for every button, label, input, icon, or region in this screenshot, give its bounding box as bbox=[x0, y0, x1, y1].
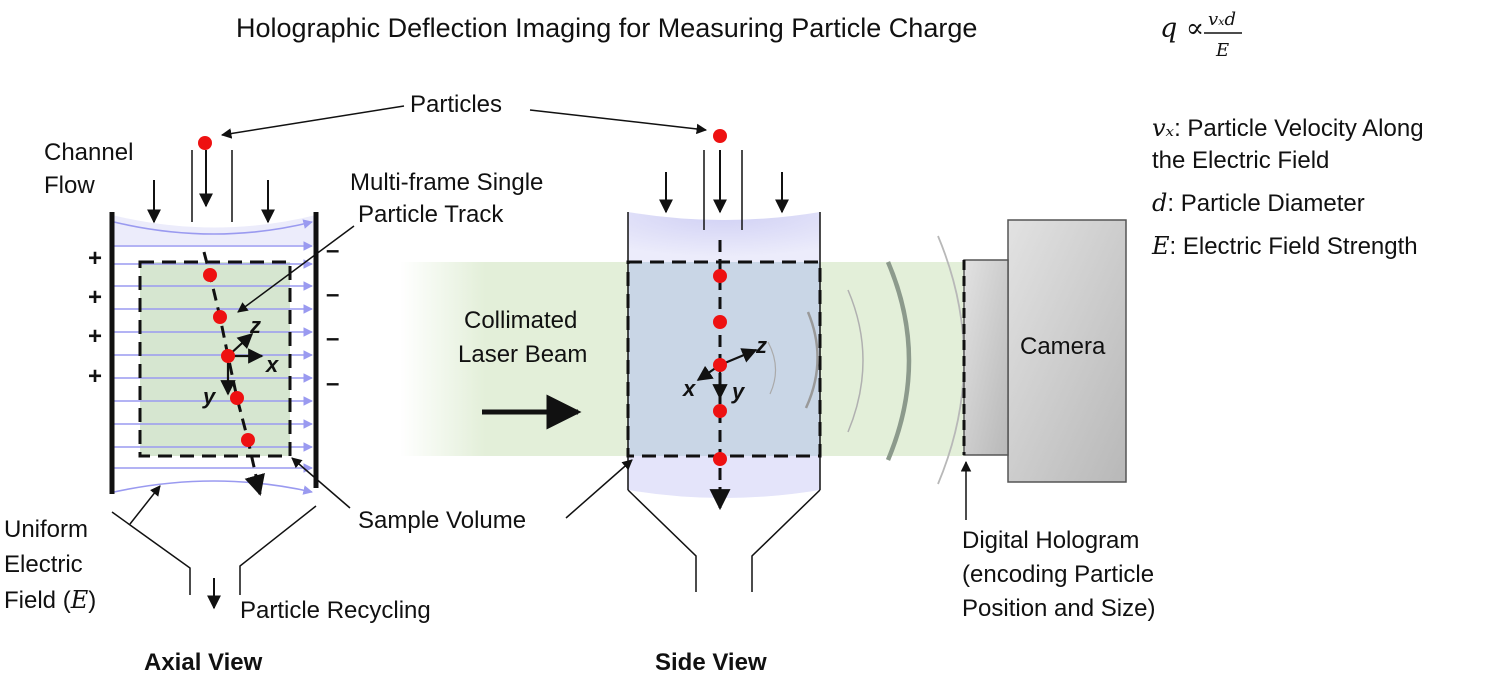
annotation-arrows bbox=[129, 105, 972, 525]
legend-item-velocity-line2: the Electric Field bbox=[1152, 147, 1329, 174]
particle bbox=[713, 129, 727, 143]
svg-text:–: – bbox=[326, 370, 339, 397]
side-outlet-right bbox=[751, 489, 821, 592]
diagram-title: Holographic Deflection Imaging for Measu… bbox=[236, 9, 1242, 61]
svg-text:–: – bbox=[326, 281, 339, 308]
sample-volume-label: Sample Volume bbox=[358, 507, 526, 534]
negative-signs: – – – – bbox=[326, 237, 339, 397]
side-sample-volume-fill bbox=[628, 262, 820, 456]
svg-text:–: – bbox=[326, 325, 339, 352]
svg-text:+: + bbox=[88, 363, 102, 390]
channel-flow-label-line1: Channel bbox=[44, 139, 133, 166]
side-x-label: x bbox=[682, 376, 696, 401]
side-outlet-left bbox=[627, 489, 697, 592]
legend-item-field: E: Electric Field Strength bbox=[1151, 232, 1418, 260]
title-formula-lhs: q ∝ bbox=[1160, 13, 1204, 44]
particle bbox=[198, 136, 212, 150]
axial-z-label: z bbox=[249, 313, 261, 338]
laser-label-line1: Collimated bbox=[464, 307, 577, 334]
track-label-line2: Particle Track bbox=[358, 201, 504, 228]
svg-text:+: + bbox=[88, 245, 102, 272]
particles-label: Particles bbox=[410, 91, 502, 118]
title-text: Holographic Deflection Imaging for Measu… bbox=[236, 13, 977, 43]
particle-track-arrow bbox=[244, 472, 265, 497]
svg-text:+: + bbox=[88, 284, 102, 311]
hologram-label-line2: (encoding Particle bbox=[962, 561, 1154, 588]
title-formula-denominator: E bbox=[1215, 40, 1229, 61]
side-view-caption: Side View bbox=[655, 649, 767, 676]
field-label-line3: Field (E) bbox=[4, 586, 96, 614]
axial-top-glow bbox=[112, 215, 316, 245]
side-bottom-glow bbox=[628, 456, 820, 498]
camera-body bbox=[1007, 219, 1127, 483]
particles-arrow-left bbox=[220, 105, 405, 139]
particle bbox=[203, 268, 217, 282]
sample-volume-arrow-left bbox=[291, 457, 351, 509]
particles-arrow-right bbox=[529, 109, 708, 135]
particle bbox=[241, 433, 255, 447]
axial-y-label: y bbox=[202, 384, 217, 409]
recycling-label: Particle Recycling bbox=[240, 597, 431, 624]
particle bbox=[713, 315, 727, 329]
laser-label-line2: Laser Beam bbox=[458, 341, 587, 368]
axial-view: + + + + – – – – z x y bbox=[88, 136, 339, 610]
side-z-label: z bbox=[755, 333, 767, 358]
sample-volume-arrow-right bbox=[565, 459, 633, 519]
side-particles bbox=[713, 129, 727, 466]
positive-signs: + + + + bbox=[88, 245, 102, 390]
side-view: z x y bbox=[400, 129, 966, 592]
side-y-label: y bbox=[731, 379, 746, 404]
field-arrow bbox=[129, 485, 161, 525]
side-top-glow bbox=[628, 212, 820, 262]
field-label-line2: Electric bbox=[4, 551, 83, 578]
particle bbox=[713, 269, 727, 283]
track-label-line1: Multi-frame Single bbox=[350, 169, 543, 196]
title-formula-numerator: vₓd bbox=[1208, 9, 1236, 30]
particle bbox=[213, 310, 227, 324]
hologram-label-line1: Digital Hologram bbox=[962, 527, 1139, 554]
axial-x-label: x bbox=[265, 352, 279, 377]
axial-view-caption: Axial View bbox=[144, 649, 263, 676]
particle bbox=[221, 349, 235, 363]
variable-legend: vₓ: Particle Velocity Along the Electric… bbox=[1151, 114, 1424, 260]
camera-label: Camera bbox=[1020, 333, 1106, 360]
side-sample-volume bbox=[626, 260, 822, 458]
electric-field-lines bbox=[113, 219, 313, 495]
particle bbox=[230, 391, 244, 405]
channel-flow-label-line2: Flow bbox=[44, 172, 95, 199]
legend-item-velocity: vₓ: Particle Velocity Along bbox=[1152, 114, 1424, 142]
field-label-line1: Uniform bbox=[4, 516, 88, 543]
hologram-label-line3: Position and Size) bbox=[962, 595, 1155, 622]
legend-item-diameter: d: Particle Diameter bbox=[1152, 189, 1365, 217]
svg-text:+: + bbox=[88, 323, 102, 350]
axial-outlet-left bbox=[111, 511, 191, 595]
axial-sample-volume bbox=[138, 260, 292, 458]
track-arrow bbox=[237, 225, 355, 313]
labels: Particles Channel Flow Multi-frame Singl… bbox=[4, 91, 1155, 676]
camera-lens bbox=[963, 259, 1009, 456]
axial-outlet-right bbox=[239, 505, 317, 595]
camera: Camera bbox=[962, 219, 1127, 483]
particle bbox=[713, 452, 727, 466]
particle bbox=[713, 404, 727, 418]
axial-particles bbox=[198, 136, 255, 447]
particle bbox=[713, 358, 727, 372]
